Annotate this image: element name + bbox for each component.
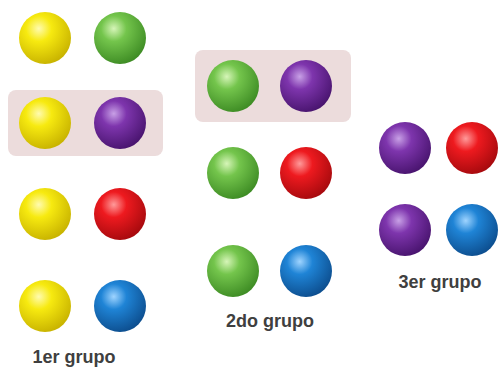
red-ball xyxy=(280,147,332,199)
purple-ball xyxy=(379,204,431,256)
group-label-holder: 2do grupo xyxy=(170,310,370,332)
blue-ball xyxy=(280,245,332,297)
green-ball xyxy=(207,245,259,297)
yellow-ball xyxy=(19,97,71,149)
yellow-ball xyxy=(19,188,71,240)
group-label-holder: 1er grupo xyxy=(0,346,174,368)
purple-ball xyxy=(280,60,332,112)
group-label-holder: 3er grupo xyxy=(340,271,503,293)
group-label: 2do grupo xyxy=(226,311,314,331)
blue-ball xyxy=(94,280,146,332)
highlight-band xyxy=(195,50,351,122)
blue-ball xyxy=(446,204,498,256)
group-label: 3er grupo xyxy=(398,272,481,292)
green-ball xyxy=(207,60,259,112)
group-label: 1er grupo xyxy=(32,347,115,367)
highlight-band xyxy=(8,90,163,156)
yellow-ball xyxy=(19,280,71,332)
green-ball xyxy=(94,12,146,64)
green-ball xyxy=(207,147,259,199)
yellow-ball xyxy=(19,12,71,64)
red-ball xyxy=(94,188,146,240)
red-ball xyxy=(446,122,498,174)
purple-ball xyxy=(379,122,431,174)
purple-ball xyxy=(94,97,146,149)
